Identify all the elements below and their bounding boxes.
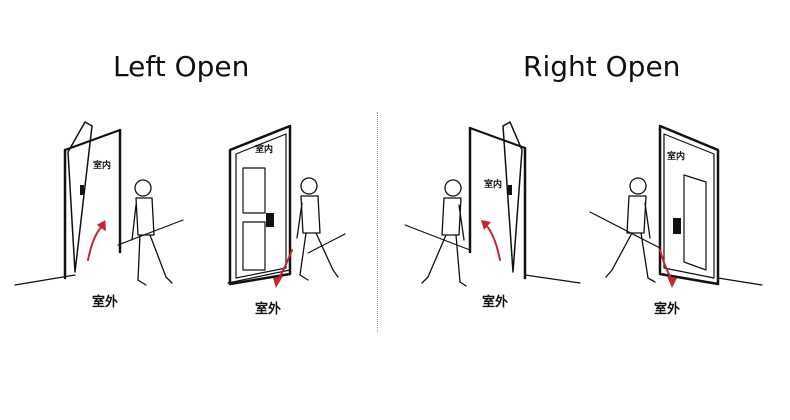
indoor-label-1: 室内 (93, 161, 112, 171)
person-walking (296, 177, 339, 281)
swing-arrow-head (96, 220, 106, 232)
person-walking (131, 179, 173, 286)
indoor-label-4: 室内 (667, 152, 686, 162)
door-frame (64, 129, 121, 151)
door-frame (228, 124, 292, 286)
indoor-label-2: 室内 (255, 145, 274, 155)
outdoor-label-2: 室外 (255, 302, 282, 317)
swing-arrow (87, 224, 104, 261)
floor-line (227, 269, 291, 284)
door-leaf (235, 133, 287, 279)
person-walking (605, 177, 656, 283)
door-leaf (67, 121, 93, 273)
outdoor-label-3: 室外 (482, 295, 509, 310)
outdoor-label-4: 室外 (654, 302, 681, 317)
indoor-label-3: 室内 (484, 180, 503, 190)
right-open-title: Right Open (523, 50, 681, 83)
floor-line (117, 219, 184, 246)
door-handle (266, 213, 274, 227)
door-panel-lower (242, 221, 266, 271)
door-handle (673, 218, 681, 234)
diagram-left-inward (14, 121, 184, 286)
left-open-title: Left Open (113, 50, 250, 83)
swing-arrow (485, 224, 501, 261)
door-handle (508, 185, 512, 195)
diagram-left-outward (227, 124, 346, 288)
outdoor-label-1: 室外 (92, 295, 119, 310)
door-handle (80, 185, 84, 195)
door-frame (658, 124, 720, 286)
door-panel (683, 174, 707, 271)
person-walking (421, 179, 467, 287)
door-leaf (663, 133, 715, 279)
floor-line (717, 277, 763, 286)
floor-line (307, 233, 346, 254)
floor-line (589, 211, 661, 249)
swing-arrow-head (481, 220, 491, 230)
swing-arrow-head (273, 276, 283, 288)
diagram-right-outward (589, 124, 763, 288)
swing-arrow-head (667, 276, 677, 288)
floor-line (524, 274, 581, 284)
door-panel-upper (242, 167, 266, 214)
door-leaf (502, 121, 523, 273)
center-divider (377, 112, 378, 332)
floor-line (404, 224, 471, 251)
door-frame (469, 127, 526, 149)
diagram-right-inward (404, 121, 581, 287)
